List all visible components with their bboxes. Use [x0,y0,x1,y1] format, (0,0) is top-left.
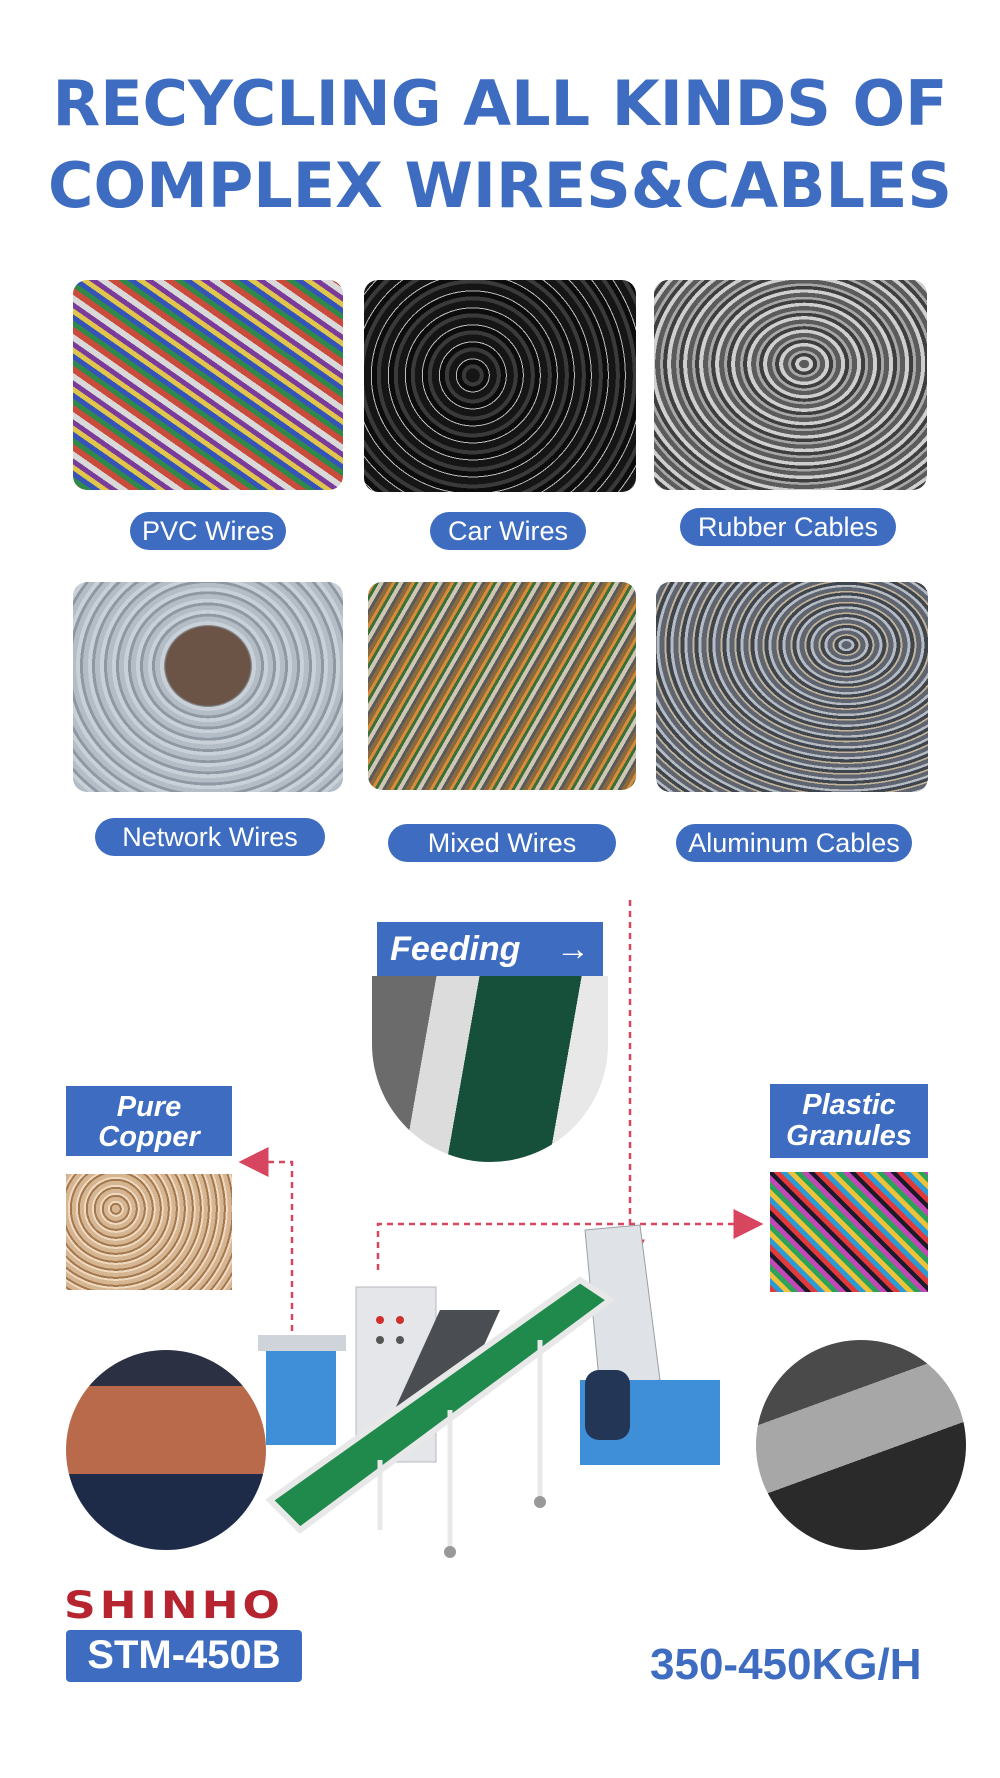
plastic-granules-line-2: Granules [786,1120,912,1152]
pure-copper-line-1: Pure [116,1091,182,1123]
label-car-wires: Car Wires [430,512,586,550]
plastic-granules-tag: Plastic Granules [770,1084,928,1158]
pure-copper-line-2: Copper [98,1121,200,1153]
plastic-granules-photo [770,1172,928,1292]
operator-figure [585,1370,630,1440]
copper-separator-top [258,1335,346,1351]
car-wires-photo [364,280,636,492]
control-light-icon [376,1316,384,1324]
copper-separator-base [266,1345,336,1445]
plastic-arrow [376,1209,764,1270]
label-aluminum-cables: Aluminum Cables [676,824,912,862]
copper-output-photo [66,1350,266,1550]
pure-copper-tag: Pure Copper [66,1086,232,1156]
aluminum-cables-photo [656,582,928,792]
arrow-right-icon: → [555,930,590,968]
plastic-granules-line-1: Plastic [802,1089,896,1121]
machine-illustration [258,1224,720,1558]
pvc-wires-photo [73,280,343,490]
label-mixed-wires: Mixed Wires [388,824,616,862]
brand-logo: SHINHO [64,1584,284,1628]
feeding-tag: Feeding → [377,922,603,976]
feeding-photo [372,976,608,1162]
rubber-cables-photo [654,280,927,490]
control-knob-icon [396,1336,404,1344]
feeding-label: Feeding [390,930,521,968]
control-light-icon [396,1316,404,1324]
pure-copper-photo [66,1174,232,1290]
plastic-output-photo [756,1340,966,1550]
network-wires-photo [73,582,343,792]
model-badge: STM-450B [66,1630,302,1682]
caster-wheel-icon [534,1496,546,1508]
headline-line-1: RECYCLING ALL KINDS OF [52,67,948,140]
mixed-wires-photo [368,582,636,790]
label-pvc-wires: PVC Wires [130,512,286,550]
caster-wheel-icon [444,1546,456,1558]
headline-line-2: COMPLEX WIRES&CABLES [47,149,953,222]
feeding-conveyor-belt [265,1276,616,1534]
control-knob-icon [376,1336,384,1344]
label-rubber-cables: Rubber Cables [680,508,896,546]
label-network-wires: Network Wires [95,818,325,856]
capacity-label: 350-450KG/H [650,1640,922,1689]
